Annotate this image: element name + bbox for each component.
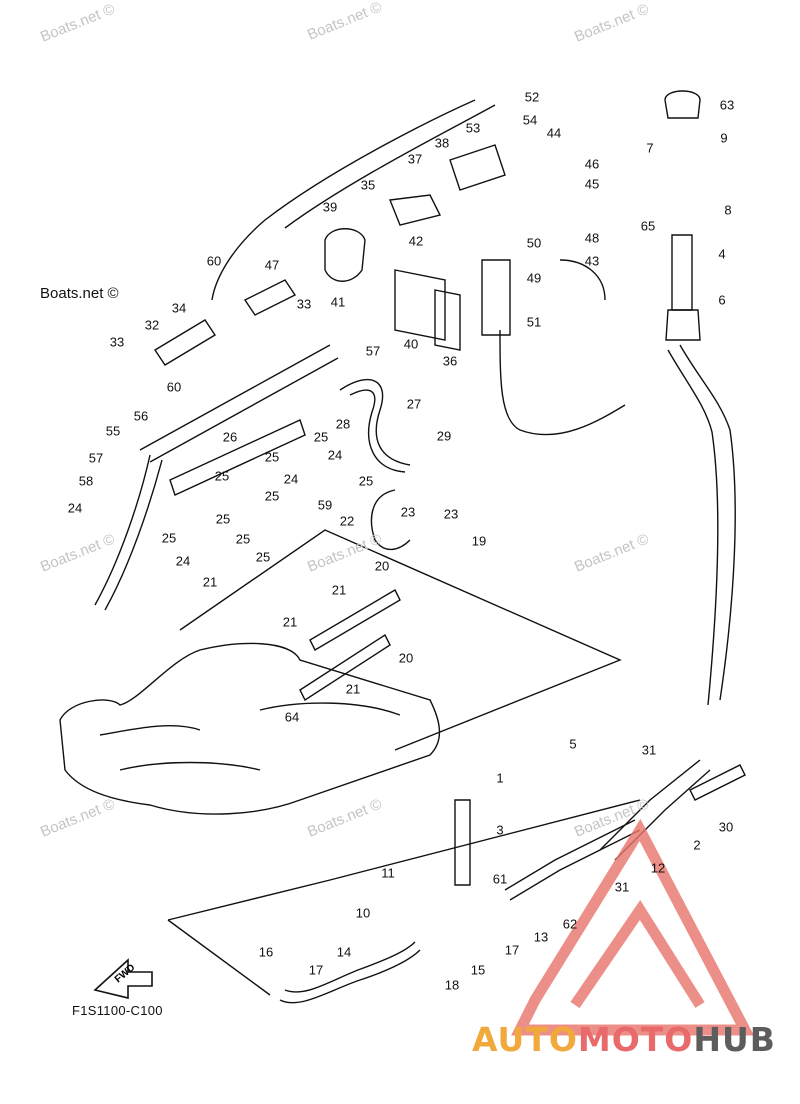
part-number-label: 23 (443, 506, 459, 522)
part-number-label: 22 (339, 513, 355, 529)
part-number-label: 55 (105, 423, 121, 439)
part-number-label: 54 (522, 112, 538, 128)
part-number-label: 57 (88, 450, 104, 466)
part-number-label: 20 (398, 650, 414, 666)
part-number-label: 62 (562, 916, 578, 932)
part-number-label: 18 (444, 977, 460, 993)
part-number-label: 53 (465, 120, 481, 136)
part-number-label: 50 (526, 235, 542, 251)
part-number-label: 21 (331, 582, 347, 598)
part-number-label: 34 (171, 300, 187, 316)
part-number-label: 33 (109, 334, 125, 350)
part-number-label: 17 (308, 962, 324, 978)
part-number-label: 63 (719, 97, 735, 113)
part-number-label: 41 (330, 294, 346, 310)
brand-wordmark: AUTOMOTOHUB (472, 1020, 776, 1059)
part-number-label: 30 (718, 819, 734, 835)
part-number-label: 33 (296, 296, 312, 312)
part-number-label: 65 (640, 218, 656, 234)
part-number-label: 38 (434, 135, 450, 151)
fwd-label: FWD (113, 962, 138, 985)
part-number-label: 23 (400, 504, 416, 520)
part-number-label: 47 (264, 257, 280, 273)
part-number-label: 5 (569, 736, 577, 752)
part-number-label: 3 (496, 822, 504, 838)
watermark-text-dark: Boats.net © (40, 285, 119, 302)
part-number-label: 15 (470, 962, 486, 978)
part-number-label: 31 (641, 742, 657, 758)
part-number-label: 28 (335, 416, 351, 432)
part-number-label: 21 (282, 614, 298, 630)
part-number-label: 31 (614, 879, 630, 895)
part-number-label: 32 (144, 317, 160, 333)
part-number-label: 44 (546, 125, 562, 141)
part-number-label: 58 (78, 473, 94, 489)
part-number-label: 25 (235, 531, 251, 547)
part-number-label: 21 (345, 681, 361, 697)
part-number-label: 48 (584, 230, 600, 246)
part-number-label: 46 (584, 156, 600, 172)
automotohub-logo-triangle (511, 818, 755, 1036)
part-number-label: 36 (442, 353, 458, 369)
part-number-label: 49 (526, 270, 542, 286)
part-number-label: 24 (283, 471, 299, 487)
part-number-label: 1 (496, 770, 504, 786)
part-number-label: 40 (403, 336, 419, 352)
part-number-label: 21 (202, 574, 218, 590)
part-number-label: 2 (693, 837, 701, 853)
part-number-label: 60 (206, 253, 222, 269)
part-number-label: 29 (436, 428, 452, 444)
part-number-label: 25 (215, 511, 231, 527)
part-number-label: 27 (406, 396, 422, 412)
part-number-label: 45 (584, 176, 600, 192)
part-number-label: 13 (533, 929, 549, 945)
part-number-label: 19 (471, 533, 487, 549)
part-number-label: 60 (166, 379, 182, 395)
part-number-label: 12 (650, 860, 666, 876)
part-number-label: 37 (407, 151, 423, 167)
part-number-label: 64 (284, 709, 300, 725)
part-number-label: 59 (317, 497, 333, 513)
part-number-label: 61 (492, 871, 508, 887)
part-number-label: 24 (175, 553, 191, 569)
brand-part-hub: HUB (693, 1020, 776, 1059)
part-number-label: 25 (264, 449, 280, 465)
part-number-label: 25 (264, 488, 280, 504)
part-number-label: 43 (584, 253, 600, 269)
part-number-label: 25 (255, 549, 271, 565)
part-number-label: 24 (67, 500, 83, 516)
part-number-label: 7 (646, 140, 654, 156)
part-number-label: 57 (365, 343, 381, 359)
part-number-label: 20 (374, 558, 390, 574)
part-number-label: 8 (724, 202, 732, 218)
part-number-label: 9 (720, 130, 728, 146)
part-number-label: 25 (358, 473, 374, 489)
part-number-label: 24 (327, 447, 343, 463)
brand-part-moto: MOTO (577, 1020, 694, 1059)
part-number-label: 6 (718, 292, 726, 308)
part-number-label: 11 (381, 865, 395, 881)
part-number-label: 42 (408, 233, 424, 249)
part-number-label: 26 (222, 429, 238, 445)
part-number-label: 39 (322, 199, 338, 215)
part-number-label: 56 (133, 408, 149, 424)
part-number-label: 17 (504, 942, 520, 958)
part-number-label: 25 (161, 530, 177, 546)
part-number-label: 35 (360, 177, 376, 193)
part-number-label: 16 (258, 944, 274, 960)
brand-part-auto: AUTO (472, 1020, 578, 1059)
part-number-label: 14 (336, 944, 352, 960)
part-number-label: 25 (214, 468, 230, 484)
diagram-code: F1S1100-C100 (72, 1003, 163, 1018)
part-number-label: 10 (355, 905, 371, 921)
part-number-label: 25 (313, 429, 329, 445)
part-number-label: 52 (524, 89, 540, 105)
part-number-label: 4 (718, 246, 726, 262)
part-number-label: 51 (526, 314, 542, 330)
